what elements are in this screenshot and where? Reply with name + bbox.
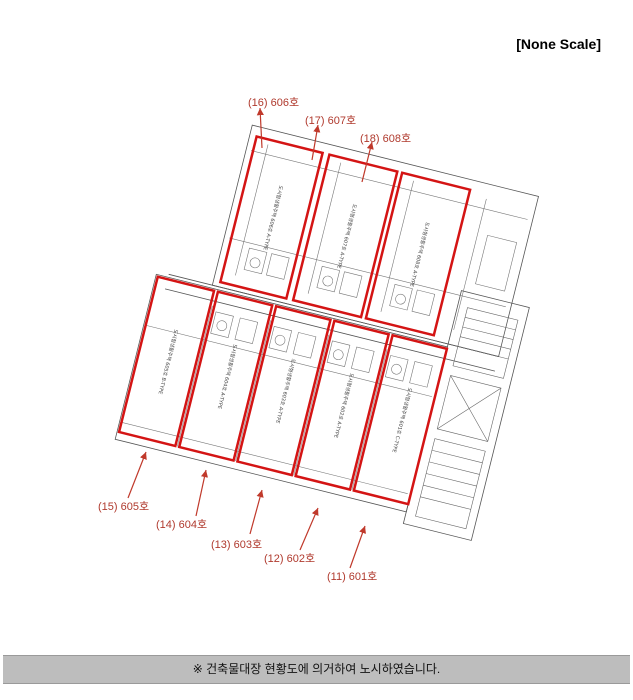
bottom-leader-arrow-4 <box>349 525 366 569</box>
bottom-unit-label-1: (14) 604호 <box>156 518 207 531</box>
bottom-room-tag-2: 도시형생활주택 603호 A-TYPE <box>274 358 297 424</box>
top-unit-label-0: (16) 606호 <box>248 96 299 109</box>
top-unit-outline-1 <box>291 153 399 319</box>
top-leader-arrow-2 <box>361 141 374 183</box>
building-outline <box>114 124 539 541</box>
top-leader-arrow-0 <box>256 107 264 149</box>
top-room-tag-1: 도시형생활주택 607호 A-TYPE <box>335 203 358 269</box>
bottom-leader-arrow-1 <box>195 469 208 517</box>
bottom-unit-label-0: (15) 605호 <box>98 500 149 513</box>
bottom-unit-outline-3 <box>294 319 391 492</box>
top-unit-outline-0 <box>218 134 325 301</box>
bottom-room-tag-4: 도시형생활주택 601호 C-TYPE <box>390 387 413 453</box>
top-unit-label-1: (17) 607호 <box>305 114 356 127</box>
bottom-unit-outline-1 <box>177 290 274 463</box>
bottom-room-tag-0: 도시형생활주택 605호 B-TYPE <box>157 329 180 395</box>
bottom-unit-label-2: (13) 603호 <box>211 538 262 551</box>
top-room-tag-0: 도시형생활주택 606호 A-TYPE <box>261 185 284 251</box>
footer-note: ※ 건축물대장 현황도에 의거하여 노시하였습니다. <box>3 655 630 684</box>
bottom-leader-arrow-3 <box>299 507 319 551</box>
bottom-unit-label-4: (11) 601호 <box>327 570 377 583</box>
bottom-unit-label-3: (12) 602호 <box>264 552 315 565</box>
top-leader-arrow-1 <box>311 124 321 161</box>
bottom-room-tag-3: 도시형생활주택 602호 A-TYPE <box>332 372 355 438</box>
bottom-unit-outline-0 <box>117 275 216 448</box>
top-unit-outline-2 <box>364 171 472 337</box>
bottom-leader-arrow-2 <box>249 489 264 535</box>
bottom-unit-outline-4 <box>352 333 449 506</box>
top-room-tag-2: 도시형생활주택 608호 A-TYPE <box>408 221 431 287</box>
bottom-unit-outline-2 <box>235 304 332 477</box>
bottom-room-tag-1: 도시형생활주택 604호 A-TYPE <box>216 343 239 409</box>
bottom-leader-arrow-0 <box>127 451 147 499</box>
scale-label: [None Scale] <box>516 36 601 52</box>
top-unit-label-2: (18) 608호 <box>360 132 411 145</box>
